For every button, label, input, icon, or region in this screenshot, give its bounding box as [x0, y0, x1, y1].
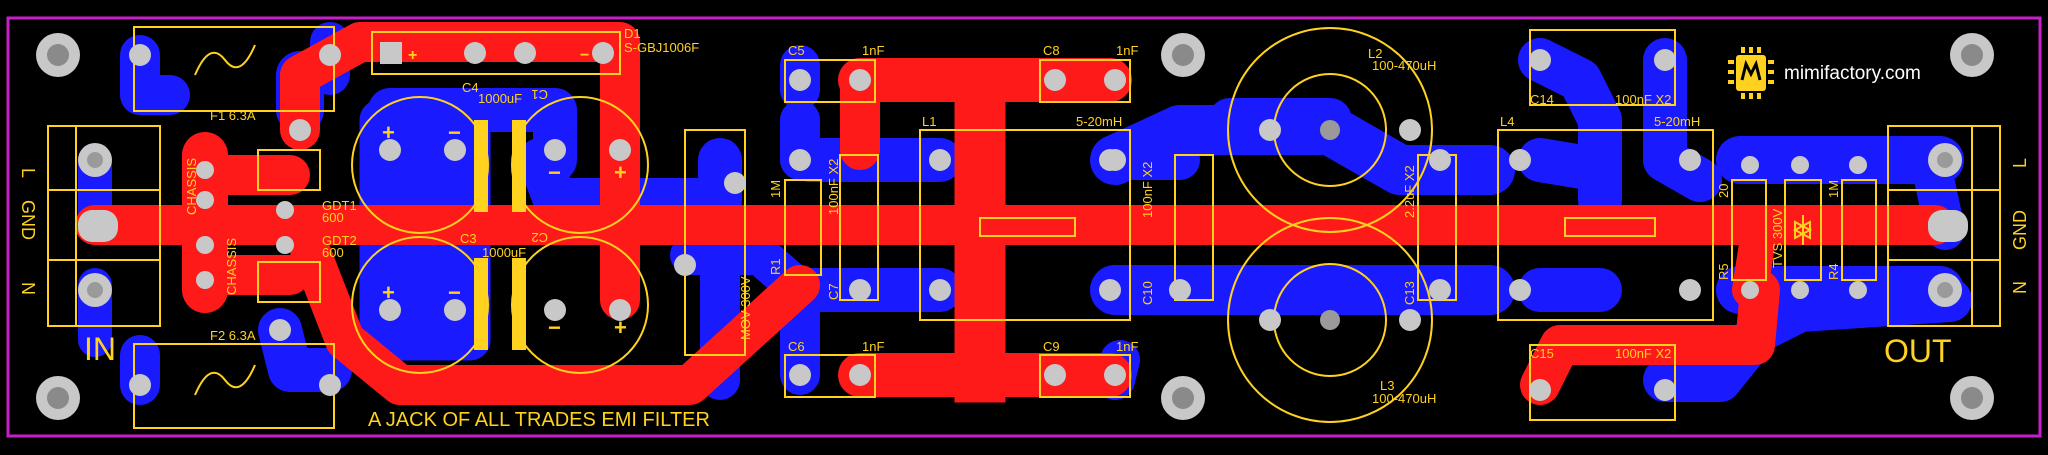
- svg-text:+: +: [614, 160, 627, 185]
- label-r5: R5: [1716, 263, 1731, 280]
- svg-text:−: −: [448, 280, 461, 305]
- label-r1: R1: [768, 258, 783, 275]
- label-c8: C8: [1043, 43, 1060, 58]
- svg-text:−: −: [548, 315, 561, 340]
- label-l1-value: 5-20mH: [1076, 114, 1122, 129]
- chip-logo-icon: [1728, 47, 1774, 99]
- label-c5-value: 1nF: [862, 43, 884, 58]
- svg-text:+: +: [382, 280, 395, 305]
- label-r1-value: 1M: [768, 180, 783, 198]
- label-r5-value: 20: [1716, 184, 1731, 198]
- label-c7: C7: [826, 283, 841, 300]
- brand-logo: mimifactory.com: [1728, 47, 1921, 99]
- tvs-diode-symbol: [1792, 215, 1813, 245]
- label-l4: L4: [1500, 114, 1514, 129]
- label-l3-value: 100-470uH: [1372, 391, 1436, 406]
- silkscreen-labels: F1 6.3A F2 6.3A CHASSIS CHASSIS GDT1 600…: [18, 26, 2030, 431]
- label-c14: C14: [1530, 92, 1554, 107]
- label-c5: C5: [788, 43, 805, 58]
- label-c4: C4: [462, 80, 479, 95]
- label-mov: MOV 300V: [738, 276, 753, 340]
- label-c8-value: 1nF: [1116, 43, 1138, 58]
- label-l4-value: 5-20mH: [1654, 114, 1700, 129]
- label-r4-value: 1M: [1826, 180, 1841, 198]
- label-r4: R4: [1826, 263, 1841, 280]
- svg-text:−: −: [548, 160, 561, 185]
- out-pin-n: N: [2010, 281, 2030, 294]
- in-label: IN: [84, 331, 116, 367]
- capacitor-polarity-marks: [474, 120, 526, 350]
- label-chassis-2: CHASSIS: [224, 238, 239, 295]
- label-d1: D1: [624, 26, 641, 41]
- brand-name: mimifactory.com: [1784, 63, 1921, 84]
- svg-text:−: −: [448, 120, 461, 145]
- label-l1: L1: [922, 114, 936, 129]
- svg-text:+: +: [614, 315, 627, 340]
- label-chassis-1: CHASSIS: [184, 158, 199, 215]
- label-gdt1: GDT1: [322, 198, 357, 213]
- label-gdt2: GDT2: [322, 233, 357, 248]
- svg-text:+: +: [382, 120, 395, 145]
- label-c6-value: 1nF: [862, 339, 884, 354]
- label-c13: C13: [1402, 281, 1417, 305]
- label-c6: C6: [788, 339, 805, 354]
- out-label: OUT: [1884, 333, 1952, 369]
- label-c13-value: 2.2uF X2: [1402, 165, 1417, 218]
- pad: [78, 210, 118, 242]
- label-c7-value: 100nF X2: [826, 159, 841, 215]
- label-c10-value: 100nF X2: [1140, 162, 1155, 218]
- board-title: A JACK OF ALL TRADES EMI FILTER: [368, 409, 710, 431]
- label-l2: L2: [1368, 46, 1382, 61]
- silkscreen-layer: [47, 26, 2001, 429]
- polarity-signs: + − − + + − − + + −: [382, 47, 627, 340]
- in-pin-n: N: [18, 282, 38, 295]
- label-f1: F1 6.3A: [210, 108, 256, 123]
- board-outline: [6, 16, 2042, 438]
- label-c15-value: 100nF X2: [1615, 346, 1671, 361]
- in-pin-l: L: [18, 168, 38, 178]
- label-l3: L3: [1380, 378, 1394, 393]
- label-c4-value: 1000uF: [478, 91, 522, 106]
- label-gdt2-value: 600: [322, 245, 344, 260]
- label-tvs: TVS 300V: [1770, 208, 1785, 268]
- label-f2: F2 6.3A: [210, 328, 256, 343]
- svg-text:+: +: [408, 47, 417, 64]
- label-c15: C15: [1530, 346, 1554, 361]
- label-d1-value: S-GBJ1006F: [624, 40, 699, 55]
- label-c3-value: 1000uF: [482, 245, 526, 260]
- out-pin-gnd: GND: [2010, 210, 2030, 250]
- fuse-symbol-top: [194, 44, 256, 76]
- svg-text:−: −: [580, 47, 589, 64]
- drill-holes: [87, 120, 1953, 330]
- label-c3: C3: [460, 231, 477, 246]
- pad: [1928, 210, 1968, 242]
- fuse-symbol-bottom: [194, 364, 256, 396]
- mounting-holes: [36, 33, 1994, 420]
- label-c14-value: 100nF X2: [1615, 92, 1671, 107]
- label-l2-value: 100-470uH: [1372, 58, 1436, 73]
- label-gdt1-value: 600: [322, 210, 344, 225]
- label-c9-value: 1nF: [1116, 339, 1138, 354]
- label-c1: C1: [531, 87, 548, 102]
- label-c2: C2: [531, 230, 548, 245]
- label-c9: C9: [1043, 339, 1060, 354]
- out-pin-l: L: [2010, 158, 2030, 168]
- label-c10: C10: [1140, 281, 1155, 305]
- in-pin-gnd: GND: [18, 200, 38, 240]
